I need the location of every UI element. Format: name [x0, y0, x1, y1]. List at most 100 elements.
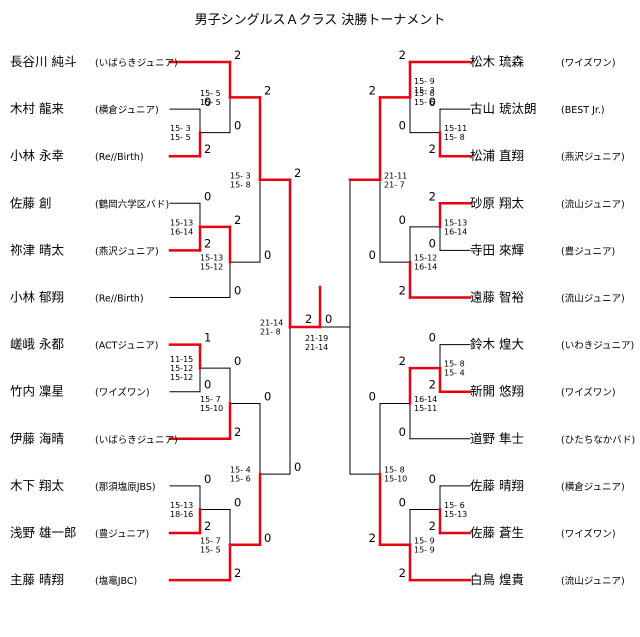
match-game-score: 15-11 [444, 124, 467, 133]
player-club: (流山ジュニア) [561, 293, 625, 305]
player-club: (ワイズワン) [95, 387, 150, 399]
player-name: 嵯峨 永都 [10, 337, 64, 352]
match-game-score: 21-19 [305, 334, 328, 343]
match-score: 0 [399, 119, 406, 133]
match-score: 0 [204, 95, 211, 109]
match-score: 0 [399, 213, 406, 227]
player-name: 寺田 來輝 [470, 242, 524, 257]
player-club: (横倉ジュニア) [561, 481, 625, 493]
match-score: 0 [234, 354, 241, 368]
match-game-score: 16-14 [444, 227, 467, 236]
player-name: 小林 永幸 [10, 148, 64, 163]
match-game-score: 15-13 [200, 254, 223, 263]
player-name: 新開 悠翔 [470, 384, 524, 399]
bracket-lines-loser [169, 96, 471, 546]
match-game-score: 15-12 [200, 263, 223, 272]
player-name: 白鳥 煌貴 [470, 572, 524, 587]
player-name: 佐藤 晴翔 [470, 478, 524, 493]
player-club: (いばらきジュニア) [95, 58, 178, 69]
player-club: (ACTジュニア) [95, 341, 159, 352]
match-game-score: 18-16 [170, 510, 193, 519]
match-score: 0 [429, 331, 436, 345]
match-score: 1 [204, 331, 211, 345]
match-game-score: 15- 8 [444, 360, 465, 369]
match-score: 0 [369, 389, 376, 403]
match-game-score: 16-14 [170, 227, 193, 236]
match-score: 2 [399, 284, 406, 298]
match-game-score: 15- 5 [170, 133, 191, 142]
match-score: 2 [305, 312, 312, 326]
page-title: 男子シングルスＡクラス 決勝トーナメント [195, 13, 446, 28]
match-game-score: 21- 8 [260, 327, 281, 336]
match-game-score: 15- 4 [444, 369, 465, 378]
player-name: 砂原 翔太 [470, 195, 524, 210]
match-game-score: 15-13 [444, 510, 467, 519]
player-name: 佐藤 創 [10, 195, 51, 210]
player-club: (ワイズワン) [561, 57, 616, 69]
match-score: 2 [399, 566, 406, 580]
match-game-score: 15- 8 [230, 180, 251, 189]
match-game-score: 15- 9 [414, 536, 435, 545]
player-name: 主藤 晴翔 [10, 572, 64, 587]
match-game-score: 21-14 [260, 318, 283, 327]
player-club: (豊ジュニア) [95, 528, 149, 540]
player-name: 古山 琥汰朗 [470, 101, 536, 116]
match-score: 2 [369, 83, 376, 97]
match-score: 0 [264, 531, 271, 545]
match-score: 2 [429, 189, 436, 203]
player-name: 伊藤 海晴 [10, 431, 64, 446]
match-game-score: 15-13 [444, 218, 467, 227]
player-club: (那須塩原JBS) [95, 481, 156, 493]
match-score: 2 [264, 83, 271, 97]
bracket-lines-winner [168, 60, 472, 582]
match-score: 0 [234, 495, 241, 509]
match-score: 0 [399, 425, 406, 439]
player-club: (Re//Birth) [95, 152, 144, 163]
match-game-score: 11-15 [170, 355, 193, 364]
player-club: (流山ジュニア) [561, 575, 625, 587]
match-score: 2 [429, 519, 436, 533]
match-score: 0 [429, 95, 436, 109]
match-score: 2 [399, 354, 406, 368]
match-game-score: 15- 8 [444, 133, 465, 142]
player-club: (横倉ジュニア) [95, 104, 159, 116]
player-club: (BEST Jr.) [561, 105, 605, 116]
bracket-labels: 長谷川 純斗(いばらきジュニア)木村 龍来(横倉ジュニア)小林 永幸(Re//B… [10, 48, 635, 587]
match-game-score: 15- 4 [230, 466, 251, 475]
player-club: (流山ジュニア) [561, 198, 625, 210]
player-name: 木下 翔太 [10, 478, 64, 493]
player-name: 鈴木 煌大 [470, 337, 524, 352]
player-name: 小林 郁翔 [10, 290, 64, 305]
match-game-score: 15- 5 [200, 89, 221, 98]
match-score: 0 [399, 495, 406, 509]
player-name: 祢津 晴太 [10, 242, 64, 257]
match-score: 0 [429, 236, 436, 250]
match-game-score: 21- 7 [384, 180, 405, 189]
match-score: 0 [294, 460, 301, 474]
match-game-score: 15- 8 [384, 466, 405, 475]
match-game-score: 15-12 [170, 364, 193, 373]
match-score: 2 [204, 519, 211, 533]
match-game-score: 21-14 [305, 343, 328, 352]
match-score: 0 [204, 189, 211, 203]
player-club: (鶴岡六学区バド) [95, 198, 169, 210]
match-score: 2 [234, 566, 241, 580]
match-score: 2 [399, 48, 406, 62]
match-score: 0 [369, 248, 376, 262]
player-club: (ワイズワン) [561, 387, 616, 399]
player-name: 長谷川 純斗 [10, 54, 76, 69]
player-club: (塩竈JBC) [95, 575, 137, 587]
player-club: (いばらきジュニア) [95, 435, 178, 446]
player-club: (燕沢ジュニア) [95, 245, 159, 257]
match-game-score: 15- 5 [200, 98, 221, 107]
match-score: 0 [204, 378, 211, 392]
match-game-score: 15- 6 [230, 475, 251, 484]
player-name: 道野 隼士 [470, 431, 524, 446]
match-game-score: 15-13 [170, 501, 193, 510]
match-game-score: 15- 7 [200, 536, 221, 545]
match-game-score: 15- 3 [230, 171, 251, 180]
match-game-score: 15-12 [170, 373, 193, 382]
player-club: (ひたちなかバド) [561, 435, 635, 446]
player-name: 竹内 凜星 [10, 384, 64, 399]
